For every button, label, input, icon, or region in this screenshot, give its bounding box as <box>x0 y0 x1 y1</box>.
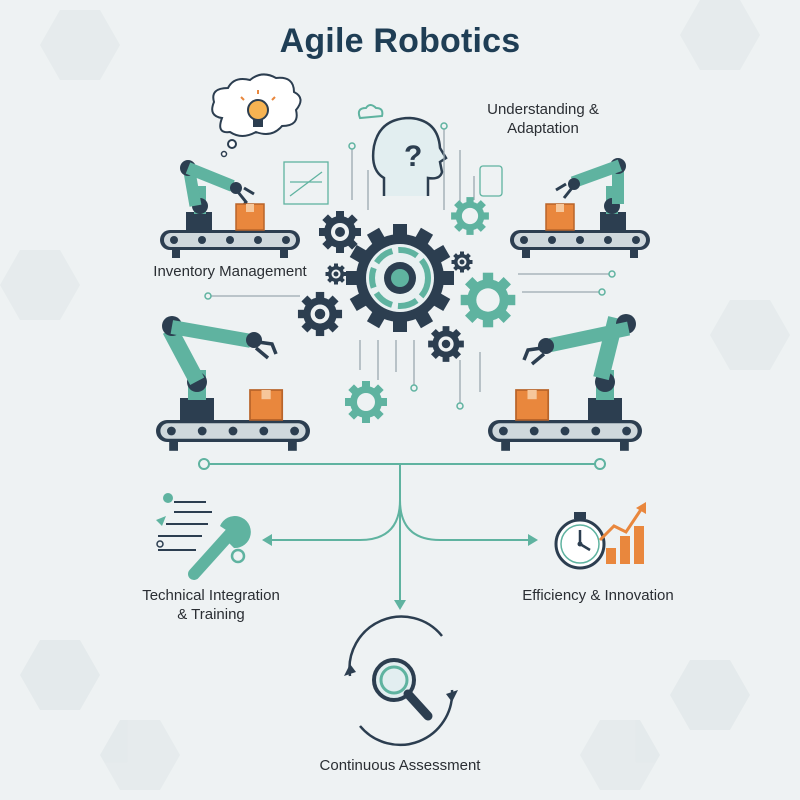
svg-text:?: ? <box>404 140 422 173</box>
wrench-icon <box>156 493 251 580</box>
circuit-lines <box>210 128 610 404</box>
label-line: Technical Integration <box>142 587 280 604</box>
label-understanding-adaptation: Understanding & Adaptation <box>468 100 618 138</box>
robot-arm-icon <box>510 158 650 258</box>
robot-arm-icon <box>488 314 642 451</box>
label-inventory-management: Inventory Management <box>153 263 307 280</box>
magnifier-icon <box>344 615 458 747</box>
label-line: Adaptation <box>507 120 579 137</box>
label-efficiency-innovation: Efficiency & Innovation <box>522 587 674 604</box>
page-title: Agile Robotics <box>279 22 521 60</box>
robot-arm-icon <box>156 316 310 451</box>
label-line: & Training <box>177 606 245 623</box>
background-hexagons <box>0 0 790 790</box>
label-line: Understanding & <box>487 101 599 118</box>
stopwatch-icon <box>554 512 606 570</box>
label-technical-integration: Technical Integration & Training <box>126 586 296 624</box>
growth-chart-icon <box>598 502 646 564</box>
blueprint-sketch <box>283 161 329 205</box>
head-question-icon: ? <box>357 104 448 196</box>
label-continuous-assessment: Continuous Assessment <box>319 757 481 774</box>
robot-arm-icon <box>160 160 300 258</box>
lightbulb-icon <box>211 73 302 158</box>
central-gears-icon <box>297 197 516 423</box>
flow-connectors <box>208 463 596 604</box>
